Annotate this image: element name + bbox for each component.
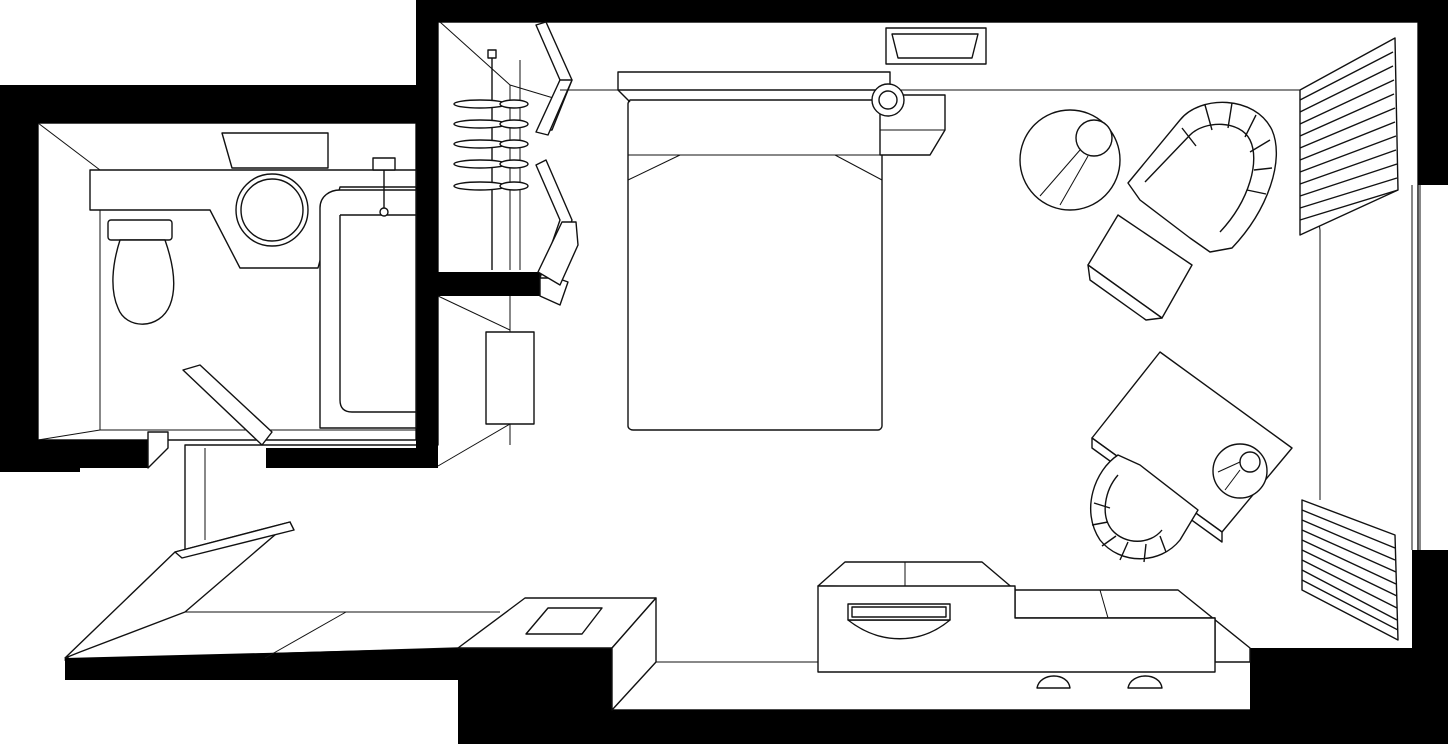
bathroom-door[interactable] [182, 364, 273, 446]
bed [617, 71, 891, 431]
desk-lamp [1212, 443, 1268, 499]
entry-door[interactable] [174, 521, 295, 559]
armchair [1127, 101, 1277, 253]
entry-corridor [64, 448, 500, 659]
console-stools [1036, 675, 1163, 689]
hangers [453, 99, 529, 191]
wall-picture [885, 27, 987, 65]
bathtub [319, 157, 417, 429]
window-blind-bottom [1301, 499, 1399, 641]
window [1411, 185, 1421, 550]
side-table-round [1019, 109, 1121, 211]
wardrobe-folding-doors[interactable] [535, 21, 579, 286]
window-blind-top [1299, 37, 1399, 236]
bathroom-vanity [89, 132, 417, 269]
wardrobe [437, 21, 579, 467]
toilet [107, 219, 175, 325]
nightstand [871, 83, 946, 156]
tv [847, 603, 951, 640]
ottoman [1087, 214, 1193, 321]
desk-chair [1090, 454, 1199, 563]
